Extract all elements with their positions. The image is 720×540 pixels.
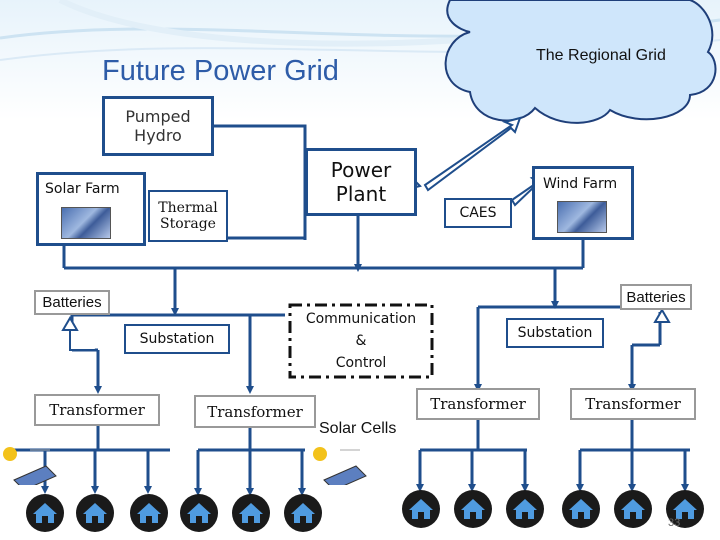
substation-left-label: Substation bbox=[139, 331, 215, 347]
house-icon bbox=[282, 492, 324, 534]
communication-control-label: Communication & Control bbox=[305, 311, 417, 371]
caes-box: CAES bbox=[444, 198, 512, 228]
transformer-4-label: Transformer bbox=[585, 395, 681, 413]
transformer-2-label: Transformer bbox=[207, 402, 303, 421]
batteries-right-label: Batteries bbox=[626, 288, 686, 306]
house-icon bbox=[560, 488, 602, 530]
caes-label: CAES bbox=[459, 205, 497, 221]
transformer-3-box: Transformer bbox=[416, 388, 540, 420]
connection-lines bbox=[6, 124, 690, 496]
house-icon bbox=[452, 488, 494, 530]
substation-right-box: Substation bbox=[506, 318, 604, 348]
transformer-3-label: Transformer bbox=[430, 395, 526, 413]
transformer-1-box: Transformer bbox=[34, 394, 160, 426]
house-icon bbox=[24, 492, 66, 534]
batteries-left-box: Batteries bbox=[34, 290, 110, 315]
page-title: Future Power Grid bbox=[102, 55, 339, 87]
sun-solar-icon-left bbox=[3, 447, 57, 485]
cloud-label: The Regional Grid bbox=[536, 47, 666, 64]
house-icon bbox=[128, 492, 170, 534]
solar-panel-icon bbox=[61, 207, 111, 239]
transformer-2-box: Transformer bbox=[194, 395, 316, 428]
power-plant-box: Power Plant bbox=[305, 148, 417, 216]
house-icon bbox=[400, 488, 442, 530]
batteries-right-box: Batteries bbox=[620, 284, 692, 310]
house-icon bbox=[74, 492, 116, 534]
house-icon bbox=[504, 488, 546, 530]
house-icon bbox=[664, 488, 706, 530]
pumped-hydro-box: Pumped Hydro bbox=[102, 96, 214, 156]
regional-grid-cloud bbox=[444, 0, 717, 124]
wind-farm-label: Wind Farm bbox=[543, 176, 618, 192]
solar-farm-box: Solar Farm bbox=[36, 172, 146, 246]
solar-farm-label: Solar Farm bbox=[45, 181, 120, 197]
pumped-hydro-label: Pumped Hydro bbox=[125, 107, 191, 145]
communication-control-label-wrap: Communication & Control bbox=[292, 309, 430, 373]
substation-right-label: Substation bbox=[517, 325, 593, 341]
background-swoosh bbox=[58, 0, 461, 47]
thermal-storage-label: Thermal Storage bbox=[158, 200, 218, 232]
transformer-1-label: Transformer bbox=[49, 401, 145, 419]
slide-number: 33 bbox=[668, 517, 681, 529]
substation-left-box: Substation bbox=[124, 324, 230, 354]
house-icon bbox=[230, 492, 272, 534]
transformer-4-box: Transformer bbox=[570, 388, 696, 420]
communication-control-box bbox=[288, 303, 434, 379]
house-icon bbox=[612, 488, 654, 530]
wind-farm-box: Wind Farm bbox=[532, 166, 634, 240]
thermal-storage-box: Thermal Storage bbox=[148, 190, 228, 242]
wind-farm-panel-icon bbox=[557, 201, 607, 233]
batteries-left-label: Batteries bbox=[42, 294, 102, 311]
sun-solar-icon-right bbox=[313, 447, 367, 485]
house-icon bbox=[178, 492, 220, 534]
solar-cells-label: Solar Cells bbox=[319, 420, 397, 437]
power-plant-label: Power Plant bbox=[330, 158, 392, 206]
